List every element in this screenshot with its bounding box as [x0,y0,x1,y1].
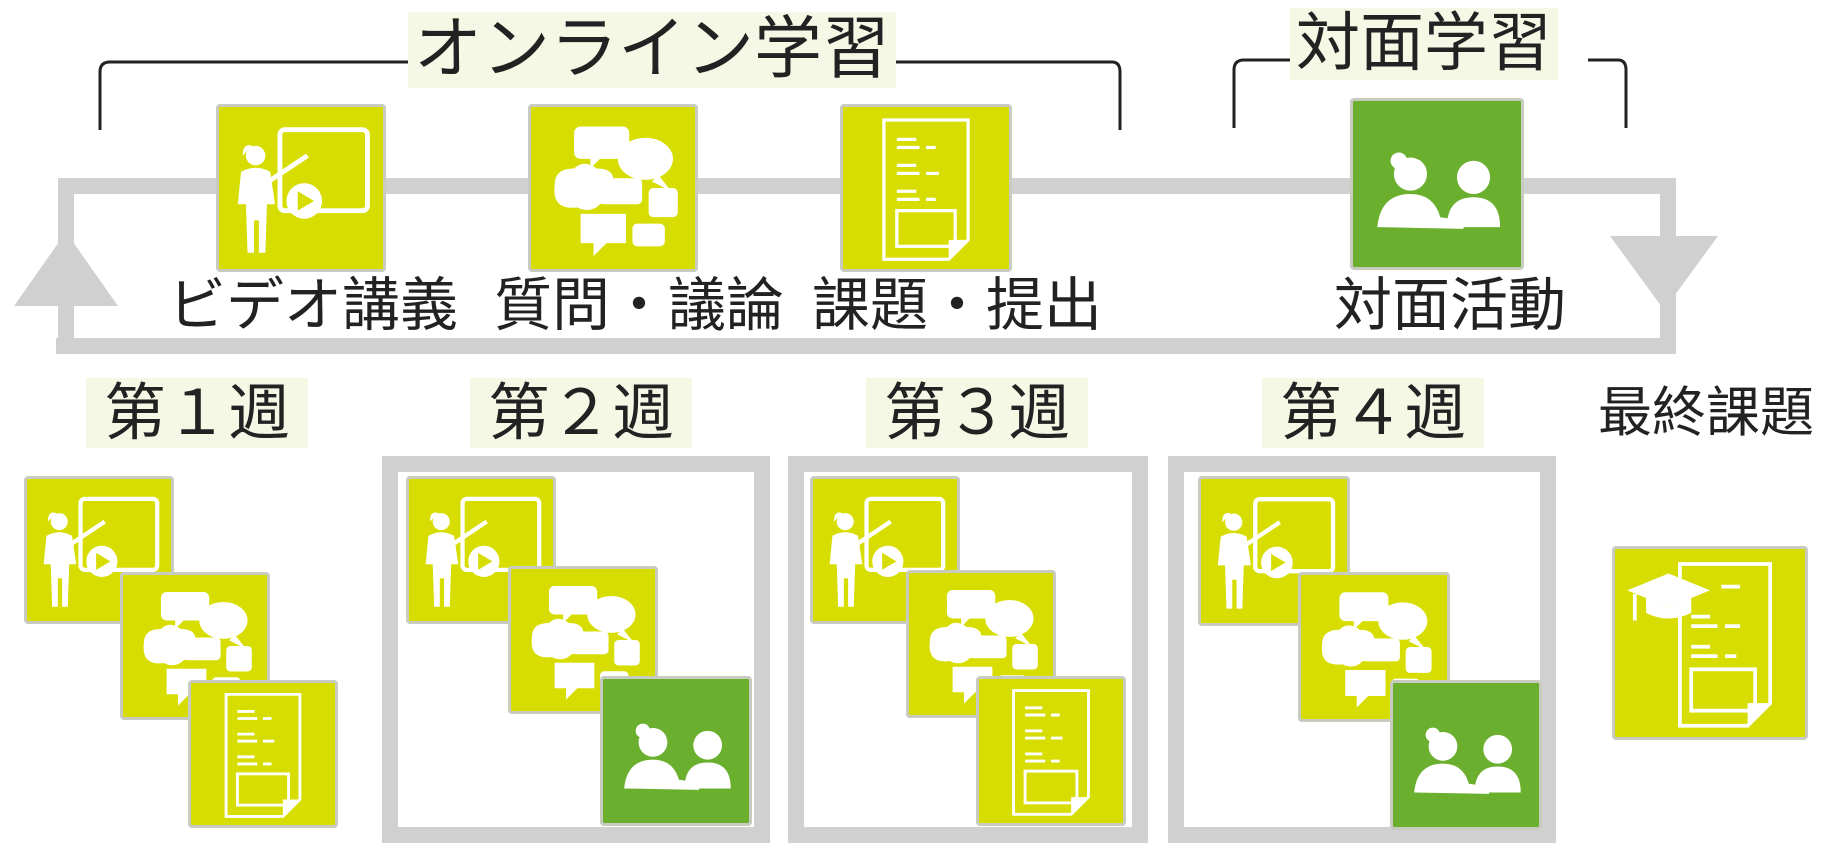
activity-label-discussion: 質問・議論 [494,271,785,339]
final-assignment-tile [1612,546,1808,740]
week-3-label: 第３週 [866,378,1089,448]
speech-bubbles-icon [531,107,695,269]
document-icon [191,683,335,825]
two-people-icon [1393,683,1539,827]
down-arrow-icon [1610,236,1718,310]
face-to-face-learning-heading: 対面学習 [1290,8,1558,80]
up-arrow-icon [14,232,118,306]
face-to-face-bracket [1232,58,1628,128]
week-4-label: 第４週 [1262,378,1485,448]
activity-label-assignment: 課題・提出 [812,271,1103,339]
document-icon [843,107,1009,269]
face-to-face-tile [1350,98,1524,270]
two-people-icon [603,679,749,823]
online-learning-heading: オンライン学習 [408,12,897,88]
document-icon [979,679,1123,823]
activity-label-video: ビデオ講義 [168,271,459,339]
two-people-icon [1353,101,1521,267]
assignment-tile [840,104,1012,272]
qa-discussion-tile [528,104,698,272]
video-lecture-tile [216,104,386,272]
week-2-face-to-face-tile [600,676,752,826]
online-bracket [98,60,1122,130]
week-4-face-to-face-tile [1390,680,1542,830]
final-assignment-label: 最終課題 [1598,381,1814,444]
week-3-assignment-tile [976,676,1126,826]
week-1-assignment-tile [188,680,338,828]
teacher-video-icon [219,107,383,269]
week-2-label: 第２週 [470,378,693,448]
graduation-document-icon [1615,549,1805,737]
week-1-label: 第１週 [86,378,309,448]
activity-label-face-to-face: 対面活動 [1334,271,1567,339]
